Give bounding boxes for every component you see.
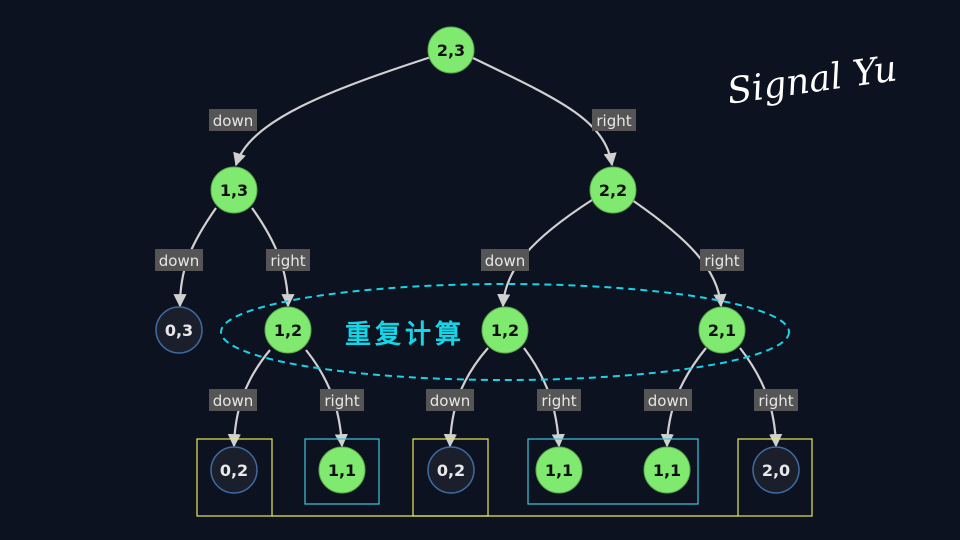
- edge-label-12a-down: down: [209, 389, 257, 411]
- svg-text:down: down: [648, 392, 688, 410]
- svg-text:2,2: 2,2: [599, 181, 627, 200]
- svg-text:right: right: [270, 252, 305, 270]
- edge-label-22-right: right: [700, 249, 744, 271]
- yellow-box-20: [737, 438, 813, 517]
- edge-label-root-down: down: [209, 109, 257, 131]
- svg-text:right: right: [596, 112, 631, 130]
- svg-text:1,1: 1,1: [328, 461, 356, 480]
- cyan-box-11-left: [304, 438, 380, 505]
- svg-text:2,1: 2,1: [708, 321, 736, 340]
- svg-text:1,2: 1,2: [274, 321, 302, 340]
- signature-logo: Signal Yu: [725, 48, 900, 112]
- node-l2-a: 0,3: [155, 306, 203, 354]
- yellow-box-02-left: [196, 438, 273, 517]
- edge-label-21-down: down: [644, 389, 692, 411]
- svg-text:right: right: [704, 252, 739, 270]
- edge-label-22-down: down: [481, 249, 529, 271]
- edge-label-12a-right: right: [320, 389, 364, 411]
- svg-text:down: down: [213, 392, 253, 410]
- svg-text:down: down: [485, 252, 525, 270]
- repeat-label: 重复计算: [345, 319, 465, 350]
- node-l3-b: 1,1: [318, 446, 366, 494]
- repeat-highlight-ellipse: [220, 283, 790, 381]
- svg-text:right: right: [324, 392, 359, 410]
- node-l3-c: 0,2: [427, 446, 475, 494]
- svg-text:1,1: 1,1: [653, 461, 681, 480]
- svg-text:down: down: [430, 392, 470, 410]
- node-l1-left: 1,3: [210, 166, 258, 214]
- svg-text:0,2: 0,2: [220, 461, 248, 480]
- edge-22-right: [631, 199, 727, 308]
- node-l2-b: 1,2: [264, 306, 312, 354]
- node-l3-e: 1,1: [643, 446, 691, 494]
- cyan-box-11-pair: [527, 438, 699, 505]
- node-l2-c: 1,2: [481, 306, 529, 354]
- edge-label-root-right: right: [592, 109, 636, 131]
- node-l3-d: 1,1: [535, 446, 583, 494]
- svg-text:1,3: 1,3: [220, 181, 248, 200]
- svg-text:1,2: 1,2: [491, 321, 519, 340]
- node-l2-d: 2,1: [698, 306, 746, 354]
- node-root: 2,3: [427, 26, 475, 74]
- edge-root-right: [470, 56, 617, 167]
- node-l3-a: 0,2: [210, 446, 258, 494]
- node-l3-f: 2,0: [752, 446, 800, 494]
- edge-label-21-right: right: [754, 389, 798, 411]
- svg-text:2,0: 2,0: [762, 461, 790, 480]
- svg-text:0,2: 0,2: [437, 461, 465, 480]
- svg-text:down: down: [159, 252, 199, 270]
- edge-root-left: [233, 55, 432, 167]
- node-l1-right: 2,2: [589, 166, 637, 214]
- edge-label-13-down: down: [155, 249, 203, 271]
- edge-label-13-right: right: [266, 249, 310, 271]
- svg-text:1,1: 1,1: [545, 461, 573, 480]
- svg-text:right: right: [541, 392, 576, 410]
- edge-label-12b-right: right: [537, 389, 581, 411]
- svg-text:2,3: 2,3: [437, 41, 465, 60]
- svg-text:right: right: [758, 392, 793, 410]
- edge-label-12b-down: down: [426, 389, 474, 411]
- svg-text:0,3: 0,3: [165, 321, 193, 340]
- svg-text:down: down: [213, 112, 253, 130]
